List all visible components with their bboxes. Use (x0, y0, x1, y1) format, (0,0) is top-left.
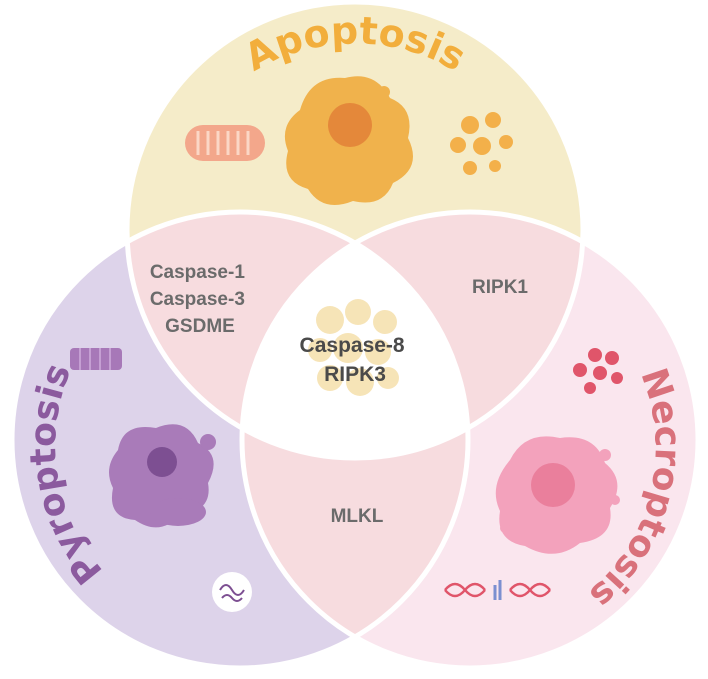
center-cell-icon (308, 299, 399, 396)
dna-damage-icon (444, 580, 551, 600)
overlap-all-three (242, 212, 468, 458)
overlap-ap-line-2: Caspase-3 (150, 289, 245, 310)
overlap-an-line-1: RIPK1 (472, 277, 528, 298)
necroptosis-outline (239, 209, 701, 671)
pyroptotic-cell-icon (109, 424, 216, 528)
pyroptosis-necroptosis-label: MLKL (331, 506, 384, 527)
mitochondrion-icon (185, 125, 265, 161)
gasdermin-pore-icon (70, 348, 122, 370)
necrotic-granules-icon (573, 348, 623, 394)
overlap-pn-line-1: MLKL (331, 506, 384, 527)
dna-fragment-icon (212, 572, 252, 612)
overlap-center-line-2: RIPK3 (324, 363, 386, 386)
all-three-label: Caspase-8 RIPK3 (300, 334, 411, 386)
apoptosis-necroptosis-label: RIPK1 (472, 277, 528, 298)
apoptosis-pyroptosis-label: Caspase-1 Caspase-3 GSDME (150, 262, 250, 337)
apoptotic-cell-icon (284, 76, 413, 205)
pyroptosis-outline (9, 209, 471, 671)
overlap-ap-line-3: GSDME (165, 316, 235, 337)
overlap-center-line-1: Caspase-8 (300, 334, 405, 357)
overlap-ap-line-1: Caspase-1 (150, 262, 245, 283)
necroptotic-cell-icon (495, 436, 620, 554)
apoptotic-bodies-icon (450, 112, 513, 175)
apoptosis-outline (124, 0, 586, 461)
